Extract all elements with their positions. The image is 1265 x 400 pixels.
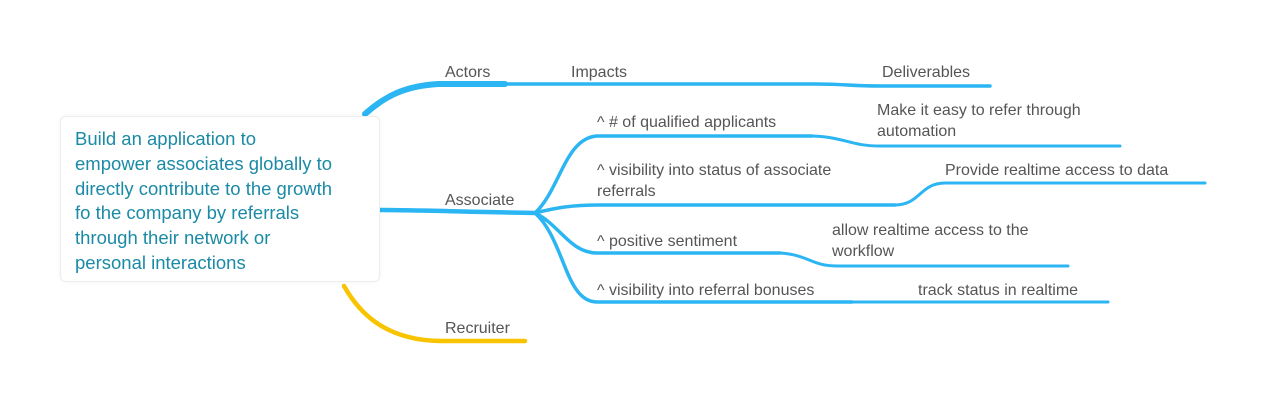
connector-root-recruiter [341, 283, 528, 344]
impact-positive-sentiment[interactable]: ^ positive sentiment [597, 233, 738, 250]
impact-qualified-applicants[interactable]: ^ # of qualified applicants [597, 114, 777, 131]
header-actors[interactable]: Actors [445, 64, 491, 81]
actor-recruiter[interactable]: Recruiter [445, 320, 510, 337]
connector-root-actors [362, 81, 508, 117]
connector-associate-impact-2 [533, 203, 897, 215]
impact-visibility-bonuses[interactable]: ^ visibility into referral bonuses [597, 282, 815, 299]
header-deliverables[interactable]: Deliverables [882, 64, 971, 81]
impact-visibility-status[interactable]: ^ visibility into status of associate re… [597, 162, 832, 200]
header-impacts[interactable]: Impacts [571, 64, 628, 81]
connector-associate-impact-3 [533, 211, 782, 255]
connector-associate-impact-1 [533, 134, 814, 215]
connector-impact-deliverable-1 [810, 134, 1122, 148]
deliverable-realtime-workflow[interactable]: allow realtime access to the workflow [832, 222, 1029, 260]
central-topic-text: Build an application to empower associat… [75, 128, 333, 273]
connector-header-line [503, 82, 992, 88]
connector-impact-deliverable-2 [893, 181, 1207, 207]
connector-root-associate [377, 207, 538, 216]
deliverable-realtime-data[interactable]: Provide realtime access to data [945, 162, 1169, 179]
central-topic[interactable]: Build an application to empower associat… [60, 116, 380, 282]
actor-associate[interactable]: Associate [445, 192, 515, 209]
connector-associate-impact-4 [533, 211, 854, 304]
deliverable-track-status[interactable]: track status in realtime [918, 282, 1079, 299]
deliverable-refer-automation[interactable]: Make it easy to refer through automation [877, 102, 1081, 140]
connector-impact-deliverable-3 [778, 251, 1070, 268]
